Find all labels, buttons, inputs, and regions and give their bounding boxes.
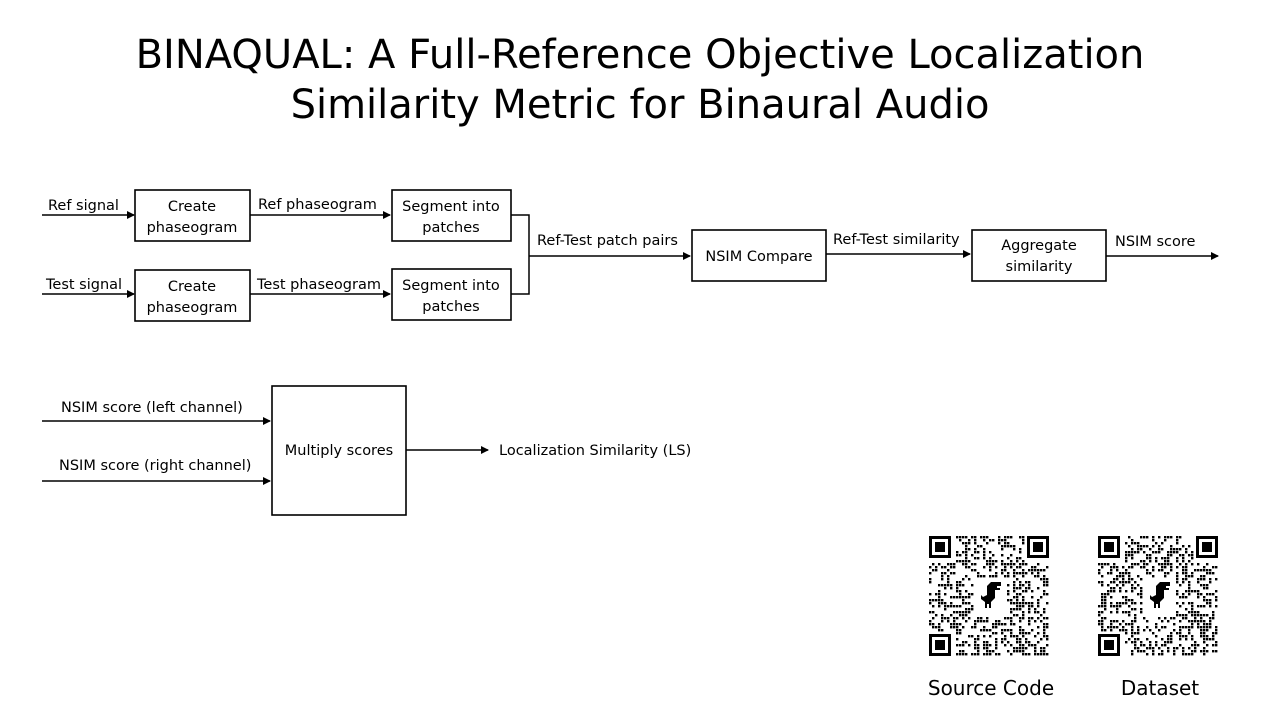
patch-pairs-label: Ref-Test patch pairs — [537, 233, 678, 249]
source-code-qr-icon[interactable] — [929, 536, 1049, 656]
aggregate-similarity-box — [971, 229, 1107, 282]
nsim-score-label: NSIM score — [1115, 234, 1195, 250]
segment-test-line2: patches — [422, 299, 479, 315]
segment-ref-box — [391, 189, 512, 242]
ref-signal-label: Ref signal — [48, 198, 119, 214]
source-code-label: Source Code — [927, 676, 1055, 700]
ls-output-label: Localization Similarity (LS) — [499, 443, 691, 459]
test-phaseogram-label: Test phaseogram — [256, 277, 381, 293]
aggregate-line2: similarity — [1006, 259, 1073, 275]
right-channel-label: NSIM score (right channel) — [59, 458, 251, 474]
merge-bracket-top — [511, 214, 530, 295]
create-phaseogram-ref-line2: phaseogram — [147, 220, 238, 236]
ref-phaseogram-label: Ref phaseogram — [258, 197, 377, 213]
create-phaseogram-test-line1: Create — [168, 279, 216, 295]
test-signal-label: Test signal — [45, 277, 122, 293]
create-phaseogram-test-line2: phaseogram — [147, 300, 238, 316]
aggregate-line1: Aggregate — [1001, 238, 1077, 254]
multiply-scores-label: Multiply scores — [285, 443, 393, 459]
title-line-1: BINAQUAL: A Full-Reference Objective Loc… — [135, 32, 1145, 78]
create-phaseogram-test-box — [134, 269, 251, 322]
ref-test-similarity-label: Ref-Test similarity — [833, 232, 960, 248]
segment-test-box — [391, 268, 512, 321]
left-channel-label: NSIM score (left channel) — [61, 400, 243, 416]
nsim-compare-box — [691, 229, 827, 282]
multiply-scores-box — [271, 385, 407, 516]
dataset-label: Dataset — [1120, 676, 1200, 700]
segment-test-line1: Segment into — [402, 278, 500, 294]
segment-ref-line2: patches — [422, 220, 479, 236]
page-title: BINAQUAL: A Full-Reference Objective Loc… — [0, 30, 1280, 130]
title-line-2: Similarity Metric for Binaural Audio — [290, 82, 990, 128]
create-phaseogram-ref-line1: Create — [168, 199, 216, 215]
dataset-qr-icon[interactable] — [1098, 536, 1218, 656]
nsim-compare-label: NSIM Compare — [705, 249, 812, 265]
segment-ref-line1: Segment into — [402, 199, 500, 215]
create-phaseogram-ref-box — [134, 189, 251, 242]
